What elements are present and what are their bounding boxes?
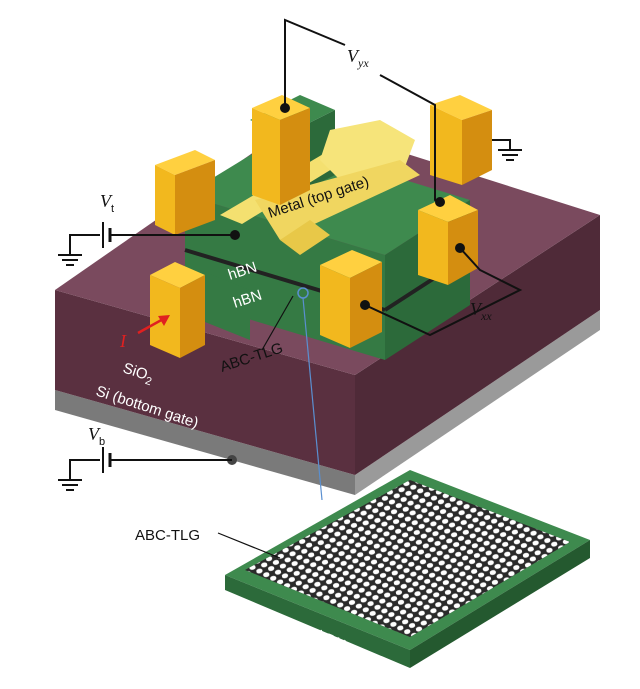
ground-symbol-right bbox=[498, 149, 522, 161]
vb-label: Vb bbox=[88, 424, 105, 448]
wiring bbox=[69, 18, 523, 480]
vt-label: Vt bbox=[100, 191, 114, 215]
contact-front-right bbox=[320, 250, 382, 348]
bottom-hbn-slab bbox=[225, 470, 590, 668]
current-label: I bbox=[119, 331, 127, 351]
vxx-label: Vxx bbox=[470, 299, 492, 323]
ground-symbol-vb bbox=[58, 479, 82, 491]
abc-tlg-zoom-label: ABC-TLG bbox=[135, 527, 200, 544]
contact-back-right bbox=[430, 95, 492, 185]
abc-tlg-device-pointer bbox=[261, 295, 294, 351]
si-substrate bbox=[55, 310, 600, 495]
current-arrow bbox=[137, 315, 170, 335]
vt-source-symbol bbox=[102, 222, 112, 248]
sio2-label: SiO2 bbox=[120, 360, 156, 389]
vb-source-symbol bbox=[102, 447, 112, 473]
zoom-indicator bbox=[297, 287, 323, 501]
contact-front-left bbox=[150, 262, 205, 358]
contact-back-left bbox=[155, 150, 215, 235]
contact-right bbox=[418, 195, 478, 285]
abc-tlg-zoom-pointer bbox=[217, 532, 281, 559]
contact-top-center bbox=[252, 95, 310, 205]
ground-symbol-vt bbox=[58, 254, 82, 266]
vyx-label: Vyx bbox=[347, 46, 369, 70]
